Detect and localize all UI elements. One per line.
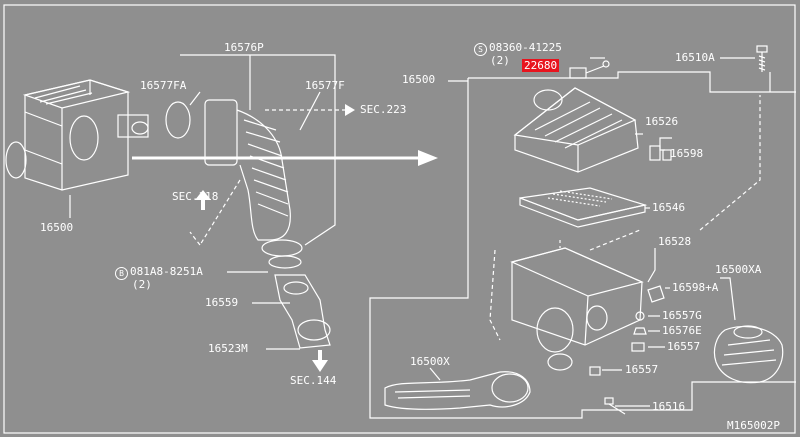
label-16526: 16526 xyxy=(645,115,679,128)
label-sec144: SEC.144 xyxy=(290,374,337,387)
bush-16576e xyxy=(633,327,647,335)
diagram-frame xyxy=(3,4,796,434)
bolt-16516 xyxy=(604,397,626,415)
bolt-code: 08360-41225 xyxy=(489,41,562,54)
label-16557-a: 16557 xyxy=(667,340,701,353)
lower-case xyxy=(510,247,644,371)
label-16500-top: 16500 xyxy=(402,73,436,86)
label-16557-b: 16557 xyxy=(625,363,659,376)
label-bolt2-qty: (2) xyxy=(132,278,152,291)
label-16576e: 16576E xyxy=(662,324,702,337)
lower-duct xyxy=(268,255,331,349)
label-16559: 16559 xyxy=(205,296,239,309)
label-16576p: 16576P xyxy=(224,41,264,54)
side-duct xyxy=(713,325,784,384)
label-16546: 16546 xyxy=(652,201,686,214)
sensor-22680 xyxy=(569,60,610,79)
label-16528: 16528 xyxy=(658,235,692,248)
grommet-16557g xyxy=(635,311,645,321)
mount-16557-lower xyxy=(589,366,601,376)
label-16500xa: 16500XA xyxy=(715,263,762,276)
mount-16557 xyxy=(631,342,645,352)
exploded-view-border-top xyxy=(468,71,796,93)
label-bolt-qty: (2) xyxy=(490,54,510,67)
label-16598a: 16598+A xyxy=(672,281,719,294)
label-16577fa: 16577FA xyxy=(140,79,187,92)
exploded-view-border xyxy=(369,78,796,419)
diagram-code: M165002P xyxy=(727,419,780,432)
intake-duct xyxy=(165,99,303,257)
air-filter xyxy=(519,187,648,228)
label-16577f: 16577F xyxy=(305,79,345,92)
air-cleaner-assembly-left xyxy=(5,79,149,191)
label-22680: 22680 xyxy=(522,59,560,72)
upper-cover xyxy=(513,87,639,173)
label-16500-left: 16500 xyxy=(40,221,74,234)
clip-16598a xyxy=(647,285,665,303)
label-16510a: 16510A xyxy=(675,51,715,64)
label-16523m: 16523M xyxy=(208,342,248,355)
label-16557g: 16557G xyxy=(662,309,702,322)
bolt-16510a xyxy=(756,45,768,72)
highlight-22680: 22680 xyxy=(522,59,560,72)
label-sec223: SEC.223 xyxy=(360,103,407,116)
label-16516: 16516 xyxy=(652,400,686,413)
bolt2-code: 081A8-8251A xyxy=(130,265,203,278)
label-sec118: SEC.118 xyxy=(172,190,219,203)
s-circle-icon: S xyxy=(474,43,487,56)
lower-air-duct xyxy=(384,371,531,410)
clip-16598 xyxy=(649,145,672,161)
label-16598: 16598 xyxy=(670,147,704,160)
label-16500x: 16500X xyxy=(410,355,450,368)
b-circle-icon: B xyxy=(115,267,128,280)
